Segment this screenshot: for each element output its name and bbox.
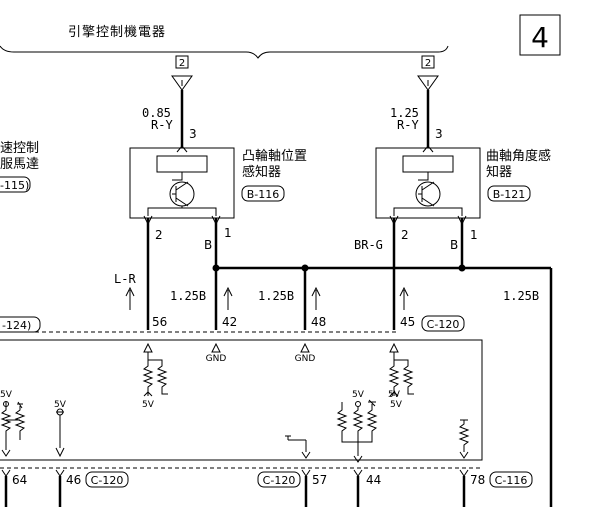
crank-sensor-pin-left: 2 [401,228,409,242]
cam-sensor-wire-right: B [204,238,212,252]
cam-sensor-code-box [241,185,285,202]
left-component-code-box [0,176,31,193]
bottom-code-c120-b: C-120 [263,474,296,487]
ecu-pin-terminals [143,342,399,353]
ecu-internal-circuit-57 [285,435,311,459]
splice-2 [301,264,309,272]
fuse-label-left: 2 [179,58,185,69]
left-component-name-line2: 服馬達 [0,157,39,172]
crank-sensor-code-box [487,185,531,202]
ecu-connector-left-code: -124) [2,319,31,332]
ecu-internal-circuit-64 [0,401,26,457]
feed-pin-right: 3 [435,127,443,141]
cam-sensor-name-line2: 感知器 [242,164,281,180]
feed-connector-right [417,75,439,91]
bottom-pin-64: 64 [12,473,27,487]
ecu-internal-circuit-78 [458,419,470,459]
ecu-internal-circuit-45 [388,352,414,397]
ecu-body-outline [0,339,483,461]
bottom-pin-78: 78 [470,473,485,487]
bottom-code-box-a [85,471,129,488]
ecu-5v-label-e: 5V [352,390,365,400]
ecu-internal-circuit-44 [336,399,378,463]
ecu-title: 引擎控制機電器 [68,25,166,40]
feed-color-left: R-Y [151,118,173,132]
bottom-pin-57: 57 [312,473,327,487]
ecu-pin-45: 45 [400,315,415,329]
ecu-connector-right-code-box [421,315,465,332]
cam-sensor-pin-left: 2 [155,228,163,242]
crank-angle-sensor [375,145,481,219]
ecu-5v-label-d: 5V [54,400,67,410]
feed-color-right: R-Y [397,118,419,132]
bottom-code-box-c [489,471,533,488]
sensor-wires [125,215,553,507]
ecu-bottom-terminals [1,469,469,507]
feed-size-right: 1.25 [390,106,419,120]
fuse-badge-right [421,55,435,69]
crank-sensor-pin-right: 1 [470,228,478,242]
ecu-gnd-label-a: GND [206,354,227,364]
splice-1 [212,264,220,272]
ecu-internal-circuit-46 [55,408,65,458]
bottom-pin-46: 46 [66,473,81,487]
left-component-code: -115) [0,179,29,192]
ecu-pin-42: 42 [222,315,237,329]
bottom-pin-44: 44 [366,473,381,487]
ecu-pin-56: 56 [152,315,167,329]
crank-sensor-name-line2: 知器 [486,164,512,180]
crank-sensor-name-line1: 曲軸角度感 [486,148,551,164]
cam-sensor-wire-left: L-R [114,272,136,286]
bottom-code-c120-a: C-120 [91,474,124,487]
bottom-code-c116: C-116 [495,474,528,487]
ground-wire-size-2: 1.25B [258,289,294,303]
crank-sensor-wire-right: B [450,238,458,252]
ecu-5v-label-f: 5V [388,390,401,400]
crank-sensor-code: B-121 [493,188,526,201]
page-number: 4 [531,21,549,54]
cam-sensor-code: B-116 [247,188,280,201]
ecu-gnd-label-b: GND [295,354,316,364]
ground-wire-size-1: 1.25B [170,289,206,303]
fuse-badge-left [175,55,189,69]
crank-sensor-wire-left: BR-G [354,238,383,252]
ecu-internal-circuit-56 [142,352,168,397]
header-brace [0,45,449,59]
ecu-pin-48: 48 [311,315,326,329]
feed-connector-left [171,75,193,91]
cam-sensor-pin-right: 1 [224,226,232,240]
cam-position-sensor [129,145,235,219]
splice-3 [458,264,466,272]
ecu-connector-right-code: C-120 [427,318,460,331]
cam-sensor-name-line1: 凸輪軸位置 [242,148,307,164]
fuse-label-right: 2 [425,58,431,69]
bottom-code-box-b [257,471,301,488]
ecu-5v-label-a: 5V [142,400,155,410]
feed-size-left: 0.85 [142,106,171,120]
ecu-5v-label-c: 5V [0,390,13,400]
ground-wire-size-3: 1.25B [503,289,539,303]
feed-pin-left: 3 [189,127,197,141]
left-component-name-line1: 速控制 [0,141,39,156]
page-number-box [519,14,561,56]
ecu-5v-label-b: 5V [390,400,403,410]
